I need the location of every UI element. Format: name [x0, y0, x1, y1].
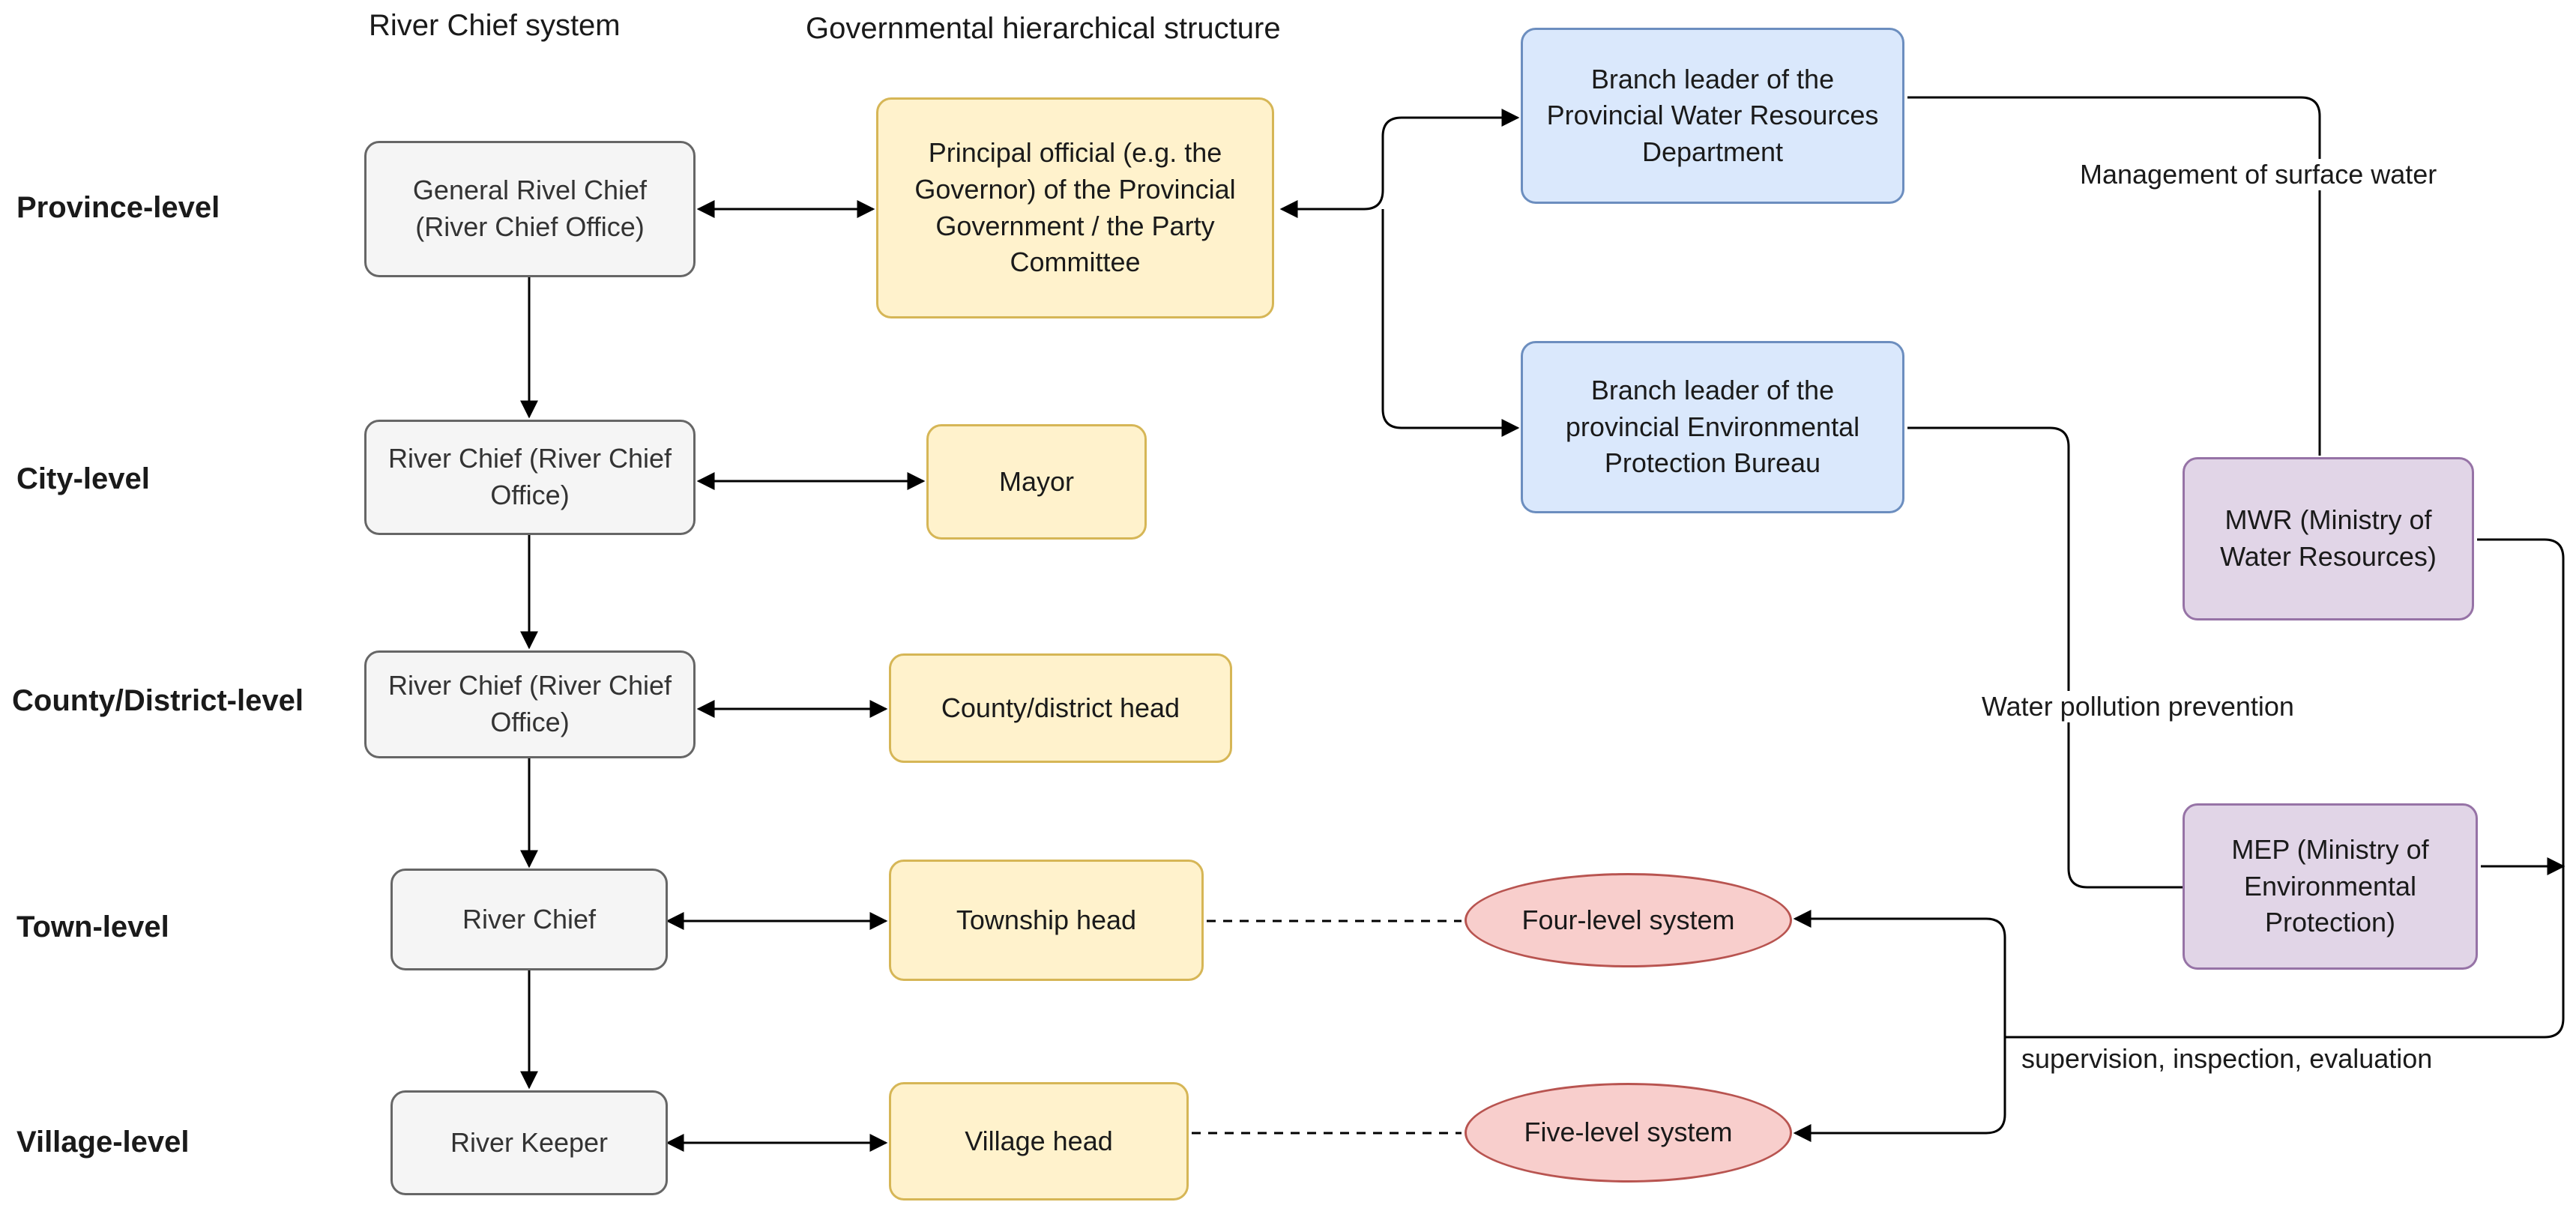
pollution-edge-label: Water pollution prevention: [1979, 691, 2297, 722]
governor-to-branches-connector: [1279, 109, 1520, 218]
general-river-chief-node: General Rivel Chief (River Chief Office): [364, 141, 696, 277]
supervision-to-five-level-arrow: [1793, 1037, 2006, 1142]
mwr-to-supervision-connector: [2477, 538, 2565, 878]
principal-official-node: Principal official (e.g. the Governor) o…: [876, 97, 1274, 318]
mep-node: MEP (Ministry of Environmental Protectio…: [2183, 803, 2478, 970]
governmental-structure-header: Governmental hierarchical structure: [806, 12, 1281, 45]
env-branch-to-mep-connector: [1907, 426, 2185, 889]
surface-water-edge-label: Management of surface water: [2077, 159, 2440, 190]
four-level-system-node: Four-level system: [1465, 873, 1792, 967]
water-branch-to-mwr-connector: [1907, 96, 2321, 456]
county-river-chief-node: River Chief (River Chief Office): [364, 650, 696, 758]
supervision-connector: [2005, 866, 2565, 1039]
supervision-edge-label: supervision, inspection, evaluation: [2018, 1043, 2436, 1075]
county-head-node: County/district head: [889, 653, 1232, 763]
town-river-chief-node: River Chief: [390, 869, 668, 970]
governor-to-env-branch-connector: [1381, 209, 1520, 437]
province-level-label: Province-level: [16, 191, 220, 224]
county-level-label: County/District-level: [12, 684, 304, 717]
supervision-to-four-level-arrow: [1793, 910, 2006, 1037]
mwr-node: MWR (Ministry of Water Resources): [2183, 457, 2474, 620]
environmental-branch-node: Branch leader of the provincial Environm…: [1521, 341, 1904, 513]
city-level-label: City-level: [16, 462, 150, 495]
village-head-node: Village head: [889, 1082, 1189, 1201]
river-chief-system-header: River Chief system: [369, 9, 621, 42]
city-river-chief-node: River Chief (River Chief Office): [364, 420, 696, 535]
water-resources-branch-node: Branch leader of the Provincial Water Re…: [1521, 28, 1904, 204]
township-head-node: Township head: [889, 860, 1204, 981]
five-level-system-node: Five-level system: [1465, 1083, 1792, 1183]
village-level-label: Village-level: [16, 1126, 190, 1159]
mayor-node: Mayor: [926, 424, 1147, 540]
town-level-label: Town-level: [16, 910, 169, 943]
river-keeper-node: River Keeper: [390, 1090, 668, 1195]
